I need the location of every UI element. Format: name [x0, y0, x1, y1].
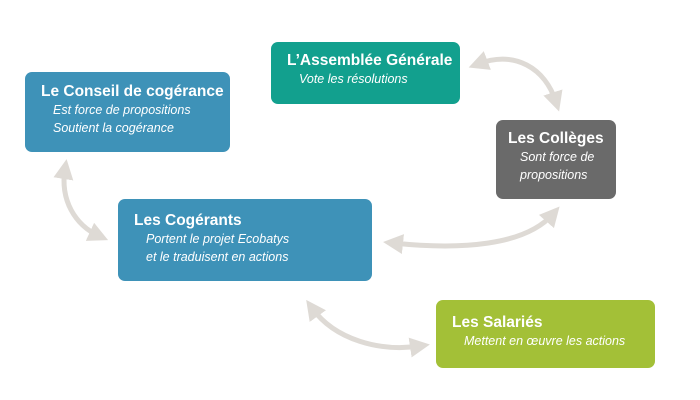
assemblee-generale-title: L’Assemblée Générale: [287, 52, 453, 69]
cogerants-line: et le traduisent en actions: [146, 250, 289, 264]
assemblee-generale-line: Vote les résolutions: [299, 72, 408, 86]
salaries-box: Les Salariés Mettent en œuvre les action…: [436, 300, 655, 368]
cogerants-box: Les Cogérants Portent le projet Ecobatys…: [118, 199, 372, 281]
salaries-line: Mettent en œuvre les actions: [464, 334, 626, 348]
conseil-cogerance-title: Le Conseil de cogérance: [41, 83, 224, 100]
cogerants-line: Portent le projet Ecobatys: [146, 232, 290, 246]
connector-conseil-cogerants: [53, 159, 109, 241]
salaries-title: Les Salariés: [452, 314, 543, 331]
conseil-cogerance-line: Est force de propositions: [53, 103, 191, 117]
connector-assemblee-colleges: [468, 51, 563, 112]
assemblee-generale-box: L’Assemblée Générale Vote les résolution…: [271, 42, 460, 104]
colleges-line: Sont force de: [520, 150, 595, 164]
connector-colleges-cogerants: [383, 206, 560, 254]
conseil-cogerance-box: Le Conseil de cogérance Est force de pro…: [25, 72, 230, 152]
connector-cogerants-salaries: [306, 299, 430, 358]
colleges-line: propositions: [520, 168, 588, 182]
colleges-box: Les Collèges Sont force de propositions: [496, 120, 616, 199]
conseil-cogerance-line: Soutient la cogérance: [53, 121, 174, 135]
colleges-title: Les Collèges: [508, 130, 604, 147]
cogerants-title: Les Cogérants: [134, 212, 242, 229]
